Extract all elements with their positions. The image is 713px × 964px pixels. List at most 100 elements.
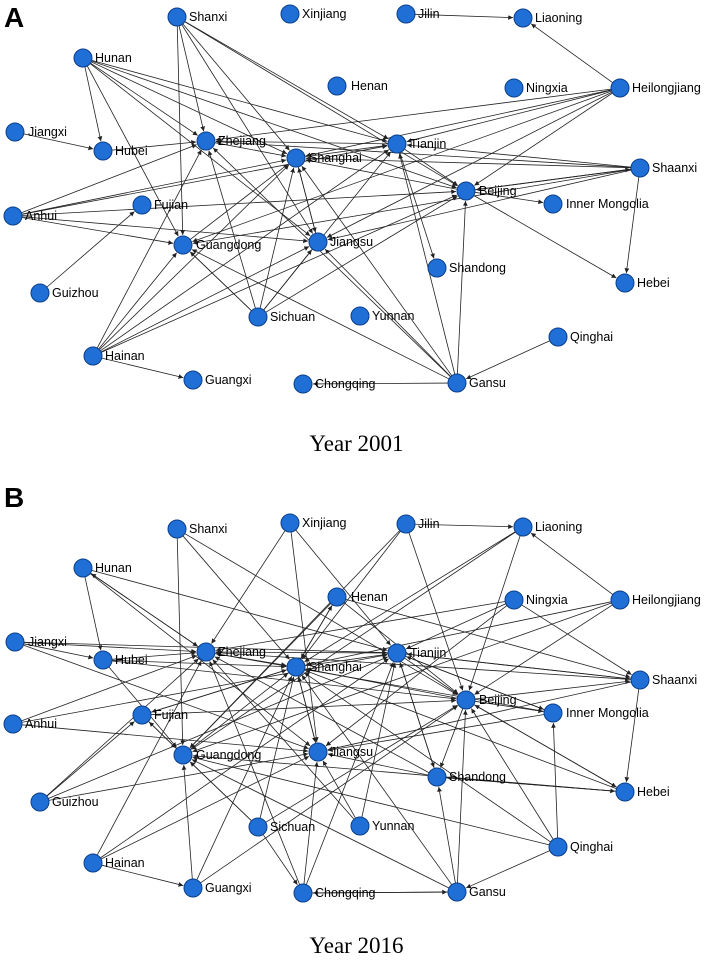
- panel-a-edge: [215, 88, 612, 142]
- panel-a-letter: A: [4, 2, 25, 33]
- panel-b-node-shanxi: [167, 519, 187, 539]
- panel-b-edge: [297, 675, 317, 743]
- panel-b-letter: B: [4, 482, 25, 513]
- panel-b-edge: [91, 569, 388, 652]
- panel-a-label-shandong: Shandong: [449, 261, 506, 275]
- panel-b-edge: [301, 530, 401, 660]
- panel-a-label-sichuan: Sichuan: [270, 310, 315, 324]
- panel-b-node-jiangxi: [5, 632, 25, 652]
- panel-a-node-hebei: [615, 273, 635, 293]
- panel-a-label-gansu: Gansu: [469, 376, 506, 390]
- panel-b-label-guangdong: Guangdong: [196, 748, 261, 762]
- panel-a-edge: [530, 23, 613, 84]
- panel-b-edge: [304, 531, 516, 663]
- panel-a-edge: [178, 25, 205, 132]
- panel-a-node-guizhou: [30, 283, 50, 303]
- panel-a-edge: [98, 252, 178, 350]
- panel-b-edge: [304, 672, 551, 843]
- panel-a-label-hainan: Hainan: [105, 349, 145, 363]
- panel-b-label-shaanxi: Shaanxi: [652, 673, 697, 687]
- panel-b-edge: [191, 759, 450, 889]
- panel-b-edge: [21, 654, 197, 722]
- panel-b-label-guizhou: Guizhou: [52, 795, 99, 809]
- panel-a-label-fujian: Fujian: [154, 198, 188, 212]
- panel-a-edge: [457, 200, 468, 375]
- panel-a-label-hebei: Hebei: [637, 276, 670, 290]
- panel-b-label-qinghai: Qinghai: [570, 840, 613, 854]
- panel-a-edge: [399, 152, 435, 259]
- panel-a-node-hunan: [73, 48, 93, 68]
- panel-a-node-ningxia: [504, 78, 524, 98]
- panel-b-edge: [215, 650, 632, 680]
- panel-a-label-hubei: Hubei: [115, 144, 148, 158]
- panel-b-label-hebei: Hebei: [637, 785, 670, 799]
- panel-b-edge: [100, 658, 389, 859]
- panel-b-edge: [322, 760, 356, 819]
- panel-a-edge: [189, 163, 289, 240]
- panel-b-label-zhejiang: Zhejiang: [218, 645, 266, 659]
- panel-b-edge: [259, 676, 295, 819]
- panel-b-caption: Year 2016: [309, 933, 404, 958]
- panel-b-label-yunnan: Yunnan: [372, 819, 414, 833]
- panel-a-edge: [21, 144, 197, 214]
- panel-a-edge: [207, 150, 256, 309]
- panel-a-node-inner-mongolia: [543, 194, 563, 214]
- panel-a-node-beijing: [456, 181, 476, 201]
- panel-b-edge: [404, 657, 458, 695]
- panel-a-label-inner-mongolia: Inner Mongolia: [566, 197, 649, 211]
- panel-b-edge: [111, 650, 197, 660]
- panel-b-edge: [327, 752, 429, 776]
- panel-b-edge: [405, 653, 631, 681]
- panel-a-node-zhejiang: [196, 131, 216, 151]
- panel-a-edge: [214, 142, 287, 158]
- panel-a-edge: [90, 62, 198, 136]
- panel-b-edge: [468, 535, 521, 691]
- panel-a-edge: [624, 176, 640, 274]
- panel-a-label-beijing: Beijing: [479, 184, 517, 198]
- panel-b-edge: [215, 652, 545, 712]
- panel-b-edge: [189, 761, 252, 822]
- panel-b-node-guangdong: [173, 745, 193, 765]
- panel-a-label-henan: Henan: [351, 79, 388, 93]
- panel-a-edge: [99, 164, 290, 351]
- panel-a-node-shanxi: [167, 7, 187, 27]
- panel-b-node-fujian: [132, 705, 152, 725]
- panel-b-edge: [262, 834, 298, 885]
- panel-a-edge: [312, 381, 449, 387]
- panel-b-edge: [301, 674, 453, 885]
- panel-a-label-hunan: Hunan: [95, 51, 132, 65]
- panel-b-node-shaanxi: [630, 670, 650, 690]
- panel-b-edge: [474, 700, 544, 714]
- panel-a-label-guangxi: Guangxi: [205, 373, 252, 387]
- panel-b-label-shanxi: Shanxi: [189, 522, 227, 536]
- panel-a-label-guizhou: Guizhou: [52, 286, 99, 300]
- panel-b-edge: [176, 537, 186, 746]
- panel-b-edge: [345, 598, 631, 679]
- panel-b-node-shanghai: [286, 657, 306, 677]
- panel-a-label-zhejiang: Zhejiang: [218, 134, 266, 148]
- panel-b-node-tianjin: [387, 643, 407, 663]
- panel-a-edge: [21, 144, 388, 215]
- panel-b-node-hunan: [73, 558, 93, 578]
- panel-b-edge: [304, 652, 388, 667]
- panel-a-edge: [101, 357, 184, 379]
- panel-b-label-liaoning: Liaoning: [535, 520, 582, 534]
- panel-a-node-hubei: [93, 141, 113, 161]
- panel-b-node-hebei: [615, 782, 635, 802]
- panel-b-edge: [405, 655, 544, 710]
- panel-a-edge: [212, 147, 451, 378]
- panel-b-edge: [215, 601, 506, 652]
- panel-b-edge: [473, 704, 617, 788]
- panel-b-node-jiangsu: [308, 742, 328, 762]
- panel-a-edge: [23, 133, 94, 151]
- panel-b-edge: [300, 605, 333, 660]
- panel-a-label-jiangxi: Jiangxi: [28, 125, 67, 139]
- panel-b-label-beijing: Beijing: [479, 693, 517, 707]
- panel-a-edge: [90, 61, 288, 155]
- panel-b-edge: [474, 604, 613, 695]
- panel-b-label-jiangsu: Jiangsu: [330, 745, 373, 759]
- panel-a-edge: [21, 158, 287, 215]
- panel-b-node-guizhou: [30, 792, 50, 812]
- panel-a-node-gansu: [447, 373, 467, 393]
- panel-a-label-ningxia: Ningxia: [526, 81, 568, 95]
